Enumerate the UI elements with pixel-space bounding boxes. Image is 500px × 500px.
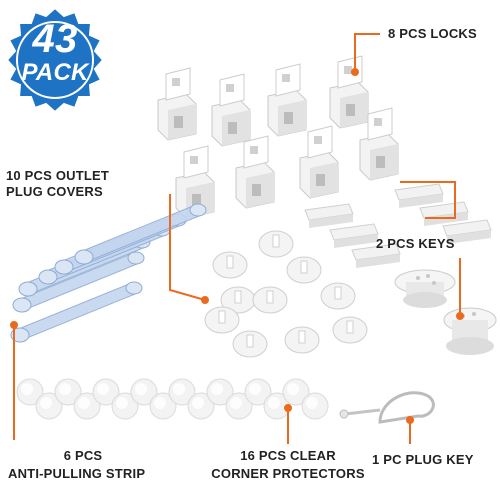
magnetic-key-icon	[443, 307, 497, 355]
corner-protectors	[16, 378, 329, 420]
outlet-cover-icon	[332, 316, 368, 344]
lock-icon	[157, 67, 197, 141]
label-keys: 2 PCS KEYS	[376, 236, 455, 251]
outlet-cover-icon	[252, 286, 288, 314]
outlet-cover-icon	[204, 306, 240, 334]
lock-icon	[299, 125, 339, 199]
plug-key-icon	[339, 391, 435, 424]
lock-icon	[235, 135, 275, 209]
label-outlet-line1: 10 PCS OUTLET	[6, 168, 110, 183]
anti-pulling-straps	[10, 203, 207, 343]
label-outlet-line2: PLUG COVERS	[6, 184, 103, 199]
callout-locks	[354, 33, 380, 72]
badge-burst-icon	[5, 6, 105, 114]
lock-icon	[211, 73, 251, 147]
locks-group	[157, 55, 399, 219]
callout-outlet	[169, 194, 206, 301]
magnetic-keys	[394, 269, 497, 355]
outlet-cover-icon	[320, 282, 356, 310]
label-corner-line2: CORNER PROTECTORS	[211, 466, 365, 481]
label-locks: 8 PCS LOCKS	[388, 26, 477, 41]
label-strip-line1: 6 PCS	[63, 448, 103, 463]
badge-count: 43	[32, 17, 78, 61]
outlet-cover-icon	[232, 330, 268, 358]
outlet-covers	[204, 230, 368, 358]
badge-unit: PACK	[21, 59, 89, 86]
callout-locks-side	[400, 181, 456, 219]
outlet-cover-icon	[258, 230, 294, 258]
lock-icon	[329, 55, 369, 129]
adhesive-pads	[304, 183, 492, 269]
label-strip-line2: ANTI-PULLING STRIP	[8, 466, 146, 481]
outlet-cover-icon	[286, 256, 322, 284]
outlet-cover-icon	[212, 251, 248, 279]
lock-icon	[267, 63, 307, 137]
label-corner-line1: 16 PCS CLEAR	[240, 448, 336, 463]
outlet-cover-icon	[284, 326, 320, 354]
magnetic-key-icon	[394, 269, 456, 308]
label-plug-key: 1 PC PLUG KEY	[372, 452, 474, 467]
corner-protector-icon	[301, 392, 329, 420]
callout-lines	[10, 33, 464, 444]
